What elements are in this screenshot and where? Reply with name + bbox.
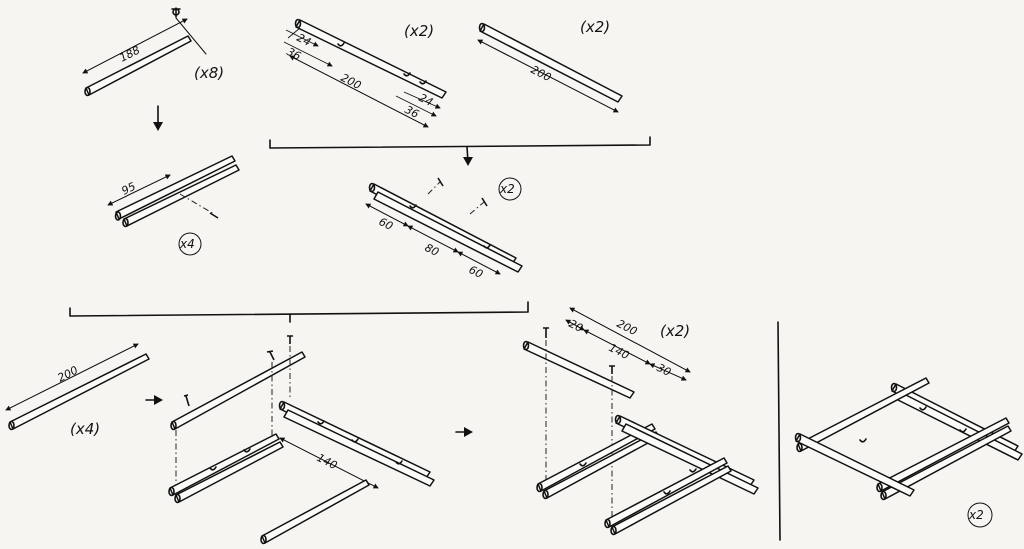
step-1b-double-pole: 95 x4 (107, 155, 240, 256)
separator-line (777, 321, 781, 541)
arrow-right-1 (145, 395, 163, 405)
step-3a-length-label: 200 (55, 364, 80, 385)
step-2b-pole: 200 (x2) (477, 18, 623, 113)
step-2a-dim-b: 36 (285, 45, 303, 63)
step-1-pole: 188 (x8) (82, 7, 224, 97)
step-2b-quantity: (x2) (580, 18, 610, 36)
step-2c-dim-b: 80 (423, 241, 441, 259)
step-2a-dim-e: 36 (403, 103, 421, 121)
step-2a-dim-a: 24 (295, 31, 313, 49)
step-3a-quantity: (x4) (70, 420, 100, 438)
step-1b-quantity: x4 (179, 237, 195, 251)
step-2c-dim-c: 60 (467, 263, 485, 281)
step-1-quantity: (x8) (194, 64, 224, 82)
step-2c-dim-a: 60 (377, 215, 395, 233)
step-2a-dim-c: 200 (339, 71, 364, 92)
step-3b-assembly: 140 (168, 335, 435, 545)
step-2a-notched-pole: 24 36 200 24 36 (x2) (283, 18, 447, 128)
bracket-top (269, 136, 651, 166)
final-frame: x2 (794, 377, 1023, 528)
arrow-right-2 (455, 427, 473, 437)
step-4-quantity: (x2) (660, 322, 690, 340)
step-1b-length-label: 95 (119, 180, 137, 198)
step-3b-length-label: 140 (315, 451, 340, 472)
step-4-dim-d: 30 (655, 361, 673, 379)
step-3a-pole: 200 (x4) (5, 343, 150, 438)
step-2a-quantity: (x2) (404, 22, 434, 40)
step-4-dim-c: 140 (607, 341, 632, 362)
arrow-down-1 (153, 105, 163, 131)
step-2a-dim-d: 24 (417, 91, 435, 109)
bracket-middle (69, 301, 529, 323)
step-4-dim-b: 200 (615, 317, 640, 338)
final-quantity: x2 (968, 508, 984, 522)
step-2c-double-pole: 60 80 60 x2 (365, 177, 523, 281)
step-4-assembly: 20 200 140 30 (x2) (522, 307, 759, 536)
step-2c-quantity: x2 (499, 182, 515, 196)
step-4-dim-a: 20 (567, 317, 585, 335)
